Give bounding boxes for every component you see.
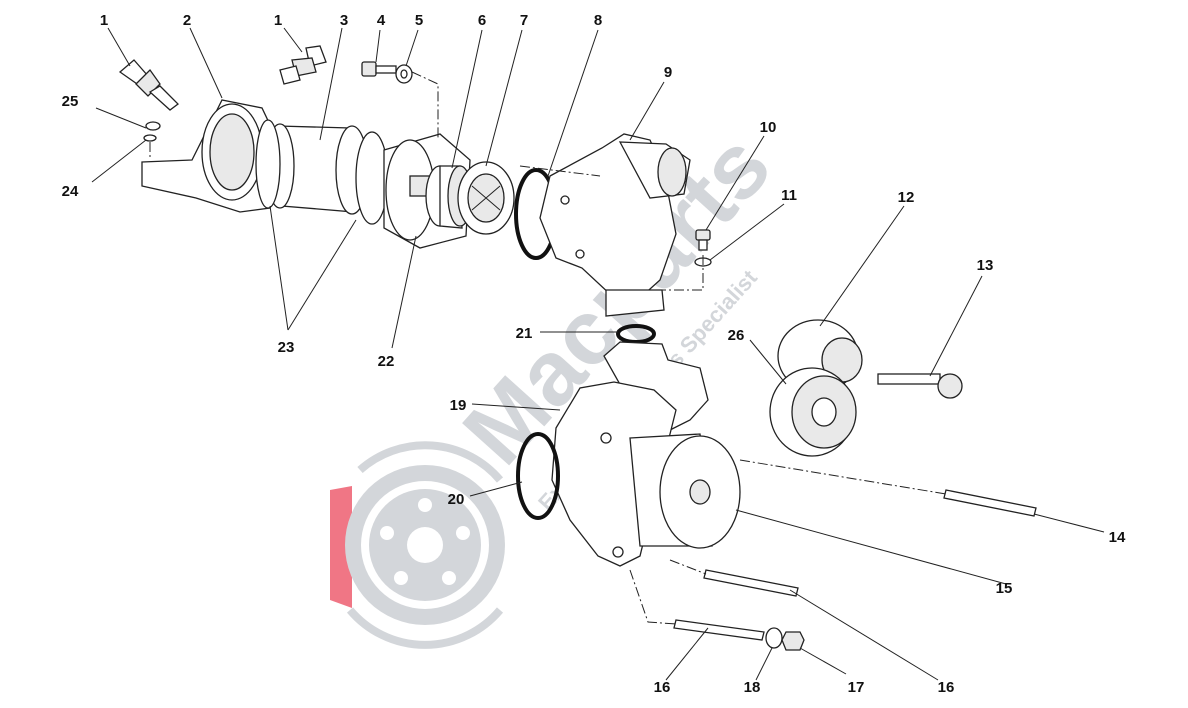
part-stud-14: [943, 489, 1037, 517]
part-screw-10: [695, 229, 711, 251]
callout-3: 3: [340, 12, 348, 29]
part-stud-16a: [673, 619, 765, 641]
part-nut-17: [781, 631, 805, 651]
callout-18: 18: [744, 679, 761, 696]
part-stud-16b: [703, 569, 799, 597]
part-sensor-1a: [118, 59, 179, 111]
callout-1b: 1: [274, 12, 282, 29]
callout-17: 17: [848, 679, 865, 696]
part-pulley-15: [629, 433, 741, 549]
part-bolt-4: [361, 61, 397, 77]
part-bolt-13: [877, 373, 963, 399]
part-idler-pulley-26: [769, 367, 857, 457]
part-outlet-housing-9: [539, 133, 691, 317]
callout-15: 15: [996, 580, 1013, 597]
callout-21: 21: [516, 325, 533, 342]
part-washer-18: [765, 627, 783, 649]
callout-1a: 1: [100, 12, 108, 29]
callout-23: 23: [278, 339, 295, 356]
part-washer-5: [395, 64, 413, 84]
callout-10: 10: [760, 119, 777, 136]
watermark-logo-wheel: [318, 441, 505, 649]
callout-26: 26: [728, 327, 745, 344]
callout-2: 2: [183, 12, 191, 29]
callout-labels: 1 2 1 3 4 5 6 7 8 9 10 11 12 13 14 15 16…: [62, 12, 1126, 696]
callout-9: 9: [664, 64, 672, 81]
part-thermostat-7: [457, 161, 515, 235]
callout-16a: 16: [654, 679, 671, 696]
callout-19: 19: [450, 397, 467, 414]
callout-20: 20: [448, 491, 465, 508]
part-gasket-21: [616, 324, 656, 344]
callout-22: 22: [378, 353, 395, 370]
callout-5: 5: [415, 12, 423, 29]
callout-14: 14: [1109, 529, 1126, 546]
assembly-axis-lines: [149, 71, 947, 625]
callout-13: 13: [977, 257, 994, 274]
callout-24: 24: [62, 183, 79, 200]
part-sensor-1b: [279, 45, 327, 85]
callout-6: 6: [478, 12, 486, 29]
part-oring-20: [516, 432, 560, 520]
callout-25: 25: [62, 93, 79, 110]
callout-4: 4: [377, 12, 386, 29]
part-housing-2: [141, 99, 283, 213]
callout-7: 7: [520, 12, 528, 29]
callout-8: 8: [594, 12, 602, 29]
part-hose-3: [265, 123, 369, 215]
callout-11: 11: [781, 187, 797, 204]
callout-16b: 16: [938, 679, 955, 696]
callout-12: 12: [898, 189, 915, 206]
part-washers-24-25: [143, 121, 161, 142]
leader-lines: [91, 27, 1105, 681]
